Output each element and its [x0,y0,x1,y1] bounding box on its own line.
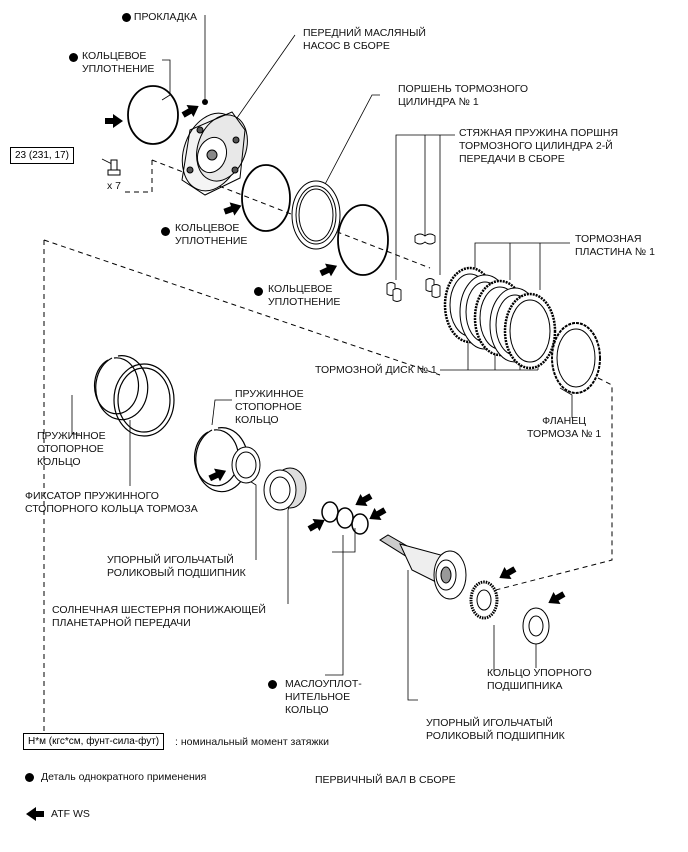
bolt-part [107,159,121,176]
non-reusable-icon [268,680,277,689]
brake-disc-label: ТОРМОЗНОЙ ДИСК № 1 [315,364,437,376]
brake-flange-part [551,322,601,394]
non-reusable-icon [254,287,263,296]
o-ring-mid [241,164,291,232]
input-shaft-label: ПЕРВИЧНЫЙ ВАЛ В СБОРЕ [315,774,456,786]
bolt-count: x 7 [107,180,122,192]
gasket-label: ПРОКЛАДКА [122,11,197,24]
legend-non-reusable-icon [25,773,34,782]
snap-rings [93,355,249,493]
o-ring-top [127,85,179,145]
torque-spec-box: 23 (231, 17) [10,147,74,164]
dashed-boundary [43,159,613,740]
return-springs [386,233,441,302]
brake-pack [443,266,557,370]
leader-lines [71,15,573,701]
needle-bearing-2 [469,580,499,620]
legend-torque-text: : номинальный момент затяжки [175,736,329,748]
non-reusable-icon [161,227,170,236]
front-oil-pump [181,111,248,196]
input-shaft-part [379,534,467,600]
brake-piston [291,180,341,250]
sun-gear-part [263,467,307,511]
gasket-part [202,99,208,105]
needle-bearing-1 [231,446,261,484]
bearing-race [522,607,550,645]
oil-seal-rings [321,501,369,535]
legend-non-reusable-text: Деталь однократного применения [41,771,207,783]
o-ring-low [337,204,389,276]
legend-torque-box: Н*м (кгс*см, фунт-сила-фут) [23,733,165,750]
non-reusable-icon [69,53,78,62]
legend-atf-text: ATF WS [51,808,90,820]
